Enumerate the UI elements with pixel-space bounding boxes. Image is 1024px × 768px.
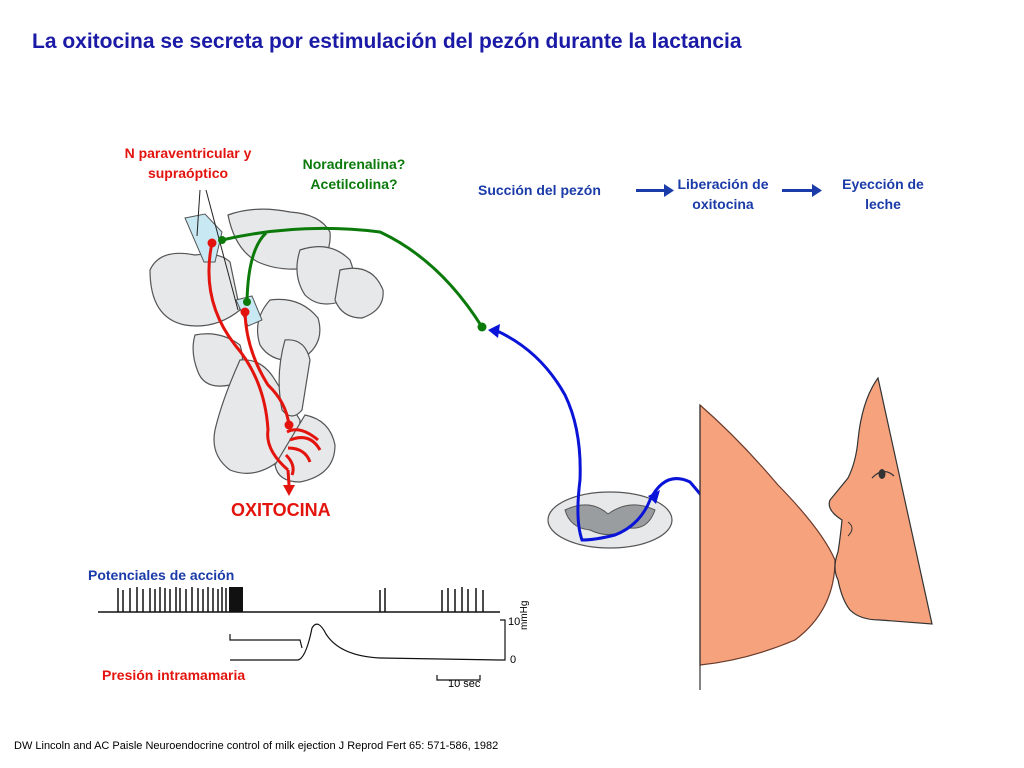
- neurotransmitter-label: Noradrenalina? Acetilcolina?: [302, 156, 406, 192]
- breast: [699, 403, 836, 666]
- green-terminal: [218, 236, 226, 244]
- red-cell-body: [240, 307, 250, 317]
- pressure-label: Presión intramamaria: [102, 667, 246, 683]
- scale-unit-label: mmHg: [519, 600, 530, 630]
- flow-step-suction: Succión del pezón: [478, 182, 601, 198]
- blue-arrowhead: [648, 490, 660, 504]
- flow-step-release: Liberación de oxitocina: [677, 176, 769, 212]
- flow-step-ejection: Eyección de leche: [842, 176, 924, 212]
- action-potential-trace: [98, 587, 500, 613]
- slide-title: La oxitocina se secreta por estimulación…: [32, 30, 742, 53]
- time-scale-label: 10 sec: [448, 678, 481, 690]
- oxytocin-label: OXITOCINA: [231, 500, 331, 520]
- green-terminal: [243, 298, 251, 306]
- green-terminal: [477, 322, 487, 332]
- nucleus-label: N paraventricular y supraóptico: [124, 145, 252, 181]
- scale-bottom-label: 0: [510, 654, 517, 666]
- eye-icon: [871, 469, 895, 479]
- scale-top-label: 10: [508, 616, 521, 628]
- label-pointer: [205, 189, 239, 311]
- citation: DW Lincoln and AC Paisle Neuroendocrine …: [14, 740, 499, 752]
- blue-arrowhead: [488, 324, 500, 338]
- mouth-line: [847, 521, 853, 537]
- red-neurons: [207, 242, 322, 486]
- red-terminal: [284, 420, 294, 430]
- red-cell-body: [207, 238, 217, 248]
- pressure-trace: [229, 619, 506, 681]
- oxytocin-arrow: [283, 485, 295, 496]
- brain-illustration: [149, 208, 384, 483]
- label-pointer: [196, 189, 201, 237]
- baby-face: [828, 376, 933, 625]
- action-potentials-label: Potenciales de acción: [88, 567, 235, 583]
- paraventricular-nucleus: [184, 213, 223, 263]
- green-pathway: [221, 226, 484, 328]
- flow-arrows: [636, 184, 822, 197]
